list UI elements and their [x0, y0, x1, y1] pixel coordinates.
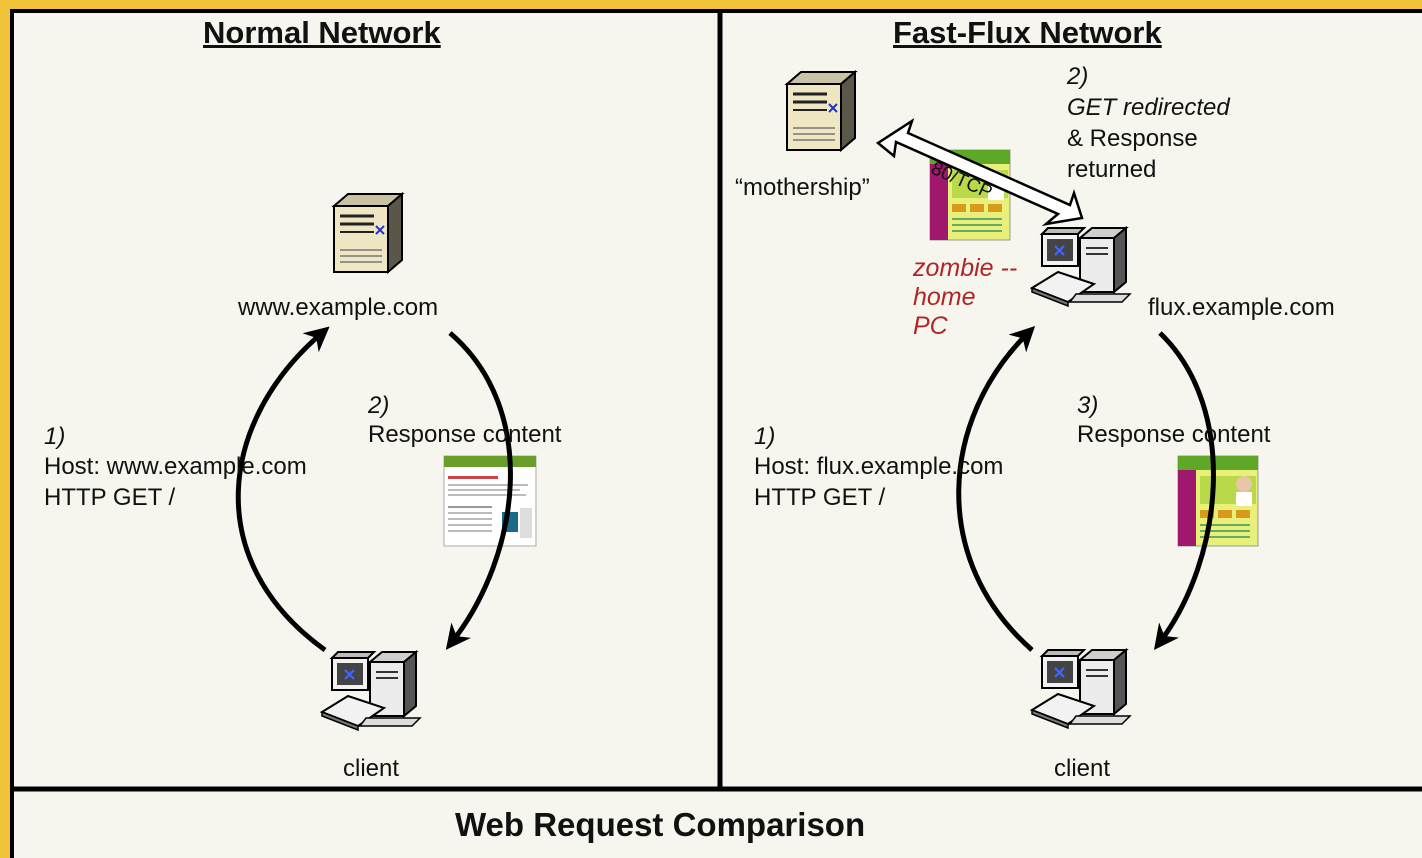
- step-number: 2): [368, 392, 390, 419]
- mothership-label: “mothership”: [735, 174, 870, 201]
- request-arrow: [956, 325, 1036, 652]
- redirect-label: returned: [1067, 156, 1157, 183]
- response-arrow: [445, 331, 513, 650]
- zombie-pc-icon: [1031, 227, 1131, 307]
- client-label: client: [1054, 755, 1111, 782]
- tcp-double-arrow: [875, 118, 1084, 226]
- step-number: 2): [1067, 63, 1089, 90]
- client-label: client: [343, 755, 400, 782]
- request-method-label: HTTP GET /: [44, 484, 176, 511]
- webpage-thumbnail: [443, 455, 537, 547]
- mothership-server-icon: [785, 70, 857, 152]
- fast-flux-network-heading: Fast-Flux Network: [893, 15, 1162, 50]
- request-host-label: Host: flux.example.com: [754, 453, 1004, 480]
- flux-host-label: flux.example.com: [1148, 294, 1335, 321]
- redirect-label: & Response: [1067, 125, 1198, 152]
- step-number: 1): [754, 423, 776, 450]
- response-arrow: [1153, 331, 1216, 650]
- request-host-label: Host: www.example.com: [44, 453, 307, 480]
- diagram-title: Web Request Comparison: [455, 806, 866, 843]
- request-method-label: HTTP GET /: [754, 484, 886, 511]
- server-label: www.example.com: [238, 294, 439, 321]
- response-label: Response content: [368, 421, 562, 448]
- client-computer-icon: [321, 651, 421, 731]
- zombie-label: PC: [913, 312, 948, 340]
- redirect-label: GET redirected: [1067, 94, 1230, 121]
- zombie-label: zombie --: [913, 254, 1018, 282]
- webpage-thumbnail-flux: [1177, 455, 1259, 547]
- request-arrow: [235, 326, 330, 653]
- client-computer-icon: [1031, 649, 1131, 729]
- response-label: Response content: [1077, 421, 1271, 448]
- diagram-frame: [10, 9, 1422, 858]
- step-number: 3): [1077, 392, 1099, 419]
- zombie-label: home: [913, 283, 976, 311]
- normal-network-heading: Normal Network: [203, 15, 441, 50]
- step-number: 1): [44, 423, 66, 450]
- server-icon: [332, 192, 404, 274]
